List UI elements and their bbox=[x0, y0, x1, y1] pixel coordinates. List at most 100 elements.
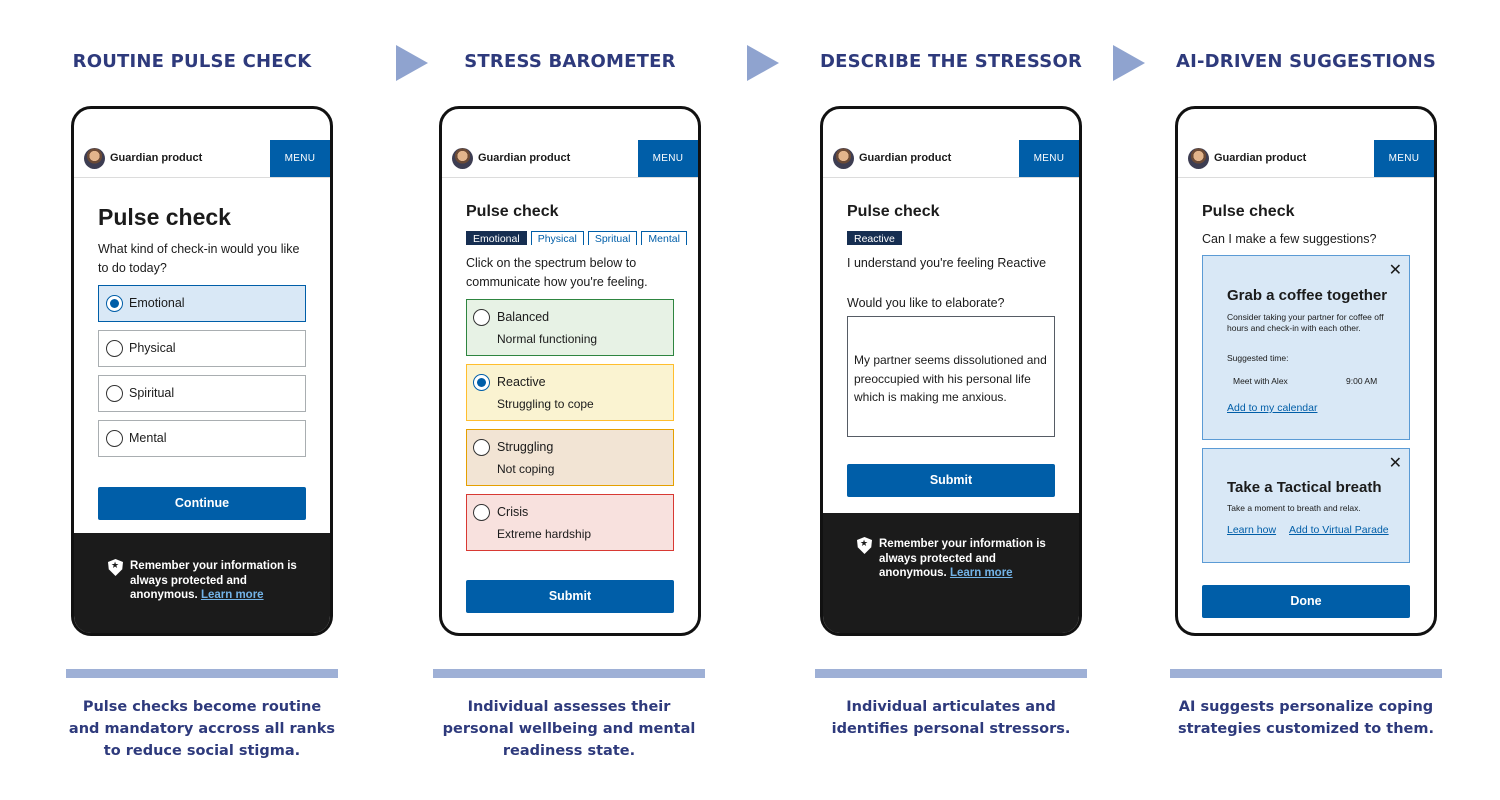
brand-name: Guardian product bbox=[110, 152, 203, 164]
checkin-options: Emotional Physical Spiritual Mental bbox=[98, 285, 306, 460]
avatar bbox=[833, 148, 854, 169]
privacy-footer: Remember your information is always prot… bbox=[823, 513, 1079, 633]
step-caption-3: Individual articulates and identifies pe… bbox=[831, 699, 1071, 737]
suggestion-card-breath: ✕ Take a Tactical breath Take a moment t… bbox=[1202, 448, 1410, 563]
spectrum-label: Struggling bbox=[497, 440, 554, 454]
arrow-right-icon bbox=[396, 45, 428, 81]
app-header: Guardian product MENU bbox=[823, 140, 1079, 178]
divider-bar bbox=[66, 669, 338, 678]
app-header: Guardian product MENU bbox=[1178, 140, 1434, 178]
shield-icon bbox=[108, 559, 123, 576]
radio-icon bbox=[473, 439, 490, 456]
close-icon[interactable]: ✕ bbox=[1388, 262, 1402, 279]
suggestions-subtitle: Can I make a few suggestions? bbox=[1202, 232, 1377, 246]
app-header: Guardian product MENU bbox=[442, 140, 698, 178]
phone-screen-describe-stressor: Guardian product MENU Pulse check Reacti… bbox=[820, 106, 1082, 636]
page-title: Pulse check bbox=[466, 203, 559, 220]
suggested-time-label: Suggested time: bbox=[1227, 353, 1289, 363]
suggestion-card-coffee: ✕ Grab a coffee together Consider taking… bbox=[1202, 255, 1410, 440]
divider-bar bbox=[433, 669, 705, 678]
learn-more-link[interactable]: Learn more bbox=[200, 589, 264, 601]
avatar bbox=[84, 148, 105, 169]
event-time: 9:00 AM bbox=[1346, 376, 1378, 386]
spectrum-label: Balanced bbox=[497, 310, 550, 324]
card-title: Grab a coffee together bbox=[1227, 287, 1388, 304]
arrow-right-icon bbox=[1113, 45, 1145, 81]
radio-icon bbox=[106, 430, 123, 447]
option-label: Emotional bbox=[129, 296, 185, 310]
divider-bar bbox=[1170, 669, 1442, 678]
page-title: Pulse check bbox=[847, 203, 940, 220]
option-spiritual[interactable]: Spiritual bbox=[98, 375, 306, 412]
card-body: Consider taking your partner for coffee … bbox=[1227, 312, 1384, 333]
feeling-text: I understand you're feeling Reactive bbox=[847, 256, 1047, 270]
spectrum-description: Normal functioning bbox=[497, 332, 598, 346]
shield-icon bbox=[857, 537, 872, 554]
privacy-message: Remember your information is always prot… bbox=[130, 560, 297, 601]
learn-how-link[interactable]: Learn how bbox=[1227, 524, 1277, 536]
spectrum-description: Struggling to cope bbox=[497, 397, 594, 411]
menu-button[interactable]: MENU bbox=[270, 140, 330, 177]
tag-spiritual[interactable]: Spritual bbox=[587, 231, 638, 245]
option-physical[interactable]: Physical bbox=[98, 330, 306, 367]
tag-reactive: Reactive bbox=[847, 231, 902, 245]
submit-button[interactable]: Submit bbox=[466, 580, 674, 613]
page-title: Pulse check bbox=[98, 204, 231, 230]
option-label: Spiritual bbox=[129, 386, 175, 400]
step-title-3: DESCRIBE THE STRESSOR bbox=[819, 51, 1083, 72]
question-text: What kind of check-in would you like to … bbox=[98, 242, 300, 275]
learn-more-link[interactable]: Learn more bbox=[949, 567, 1013, 579]
avatar bbox=[452, 148, 473, 169]
event-name: Meet with Alex bbox=[1233, 376, 1288, 386]
privacy-message: Remember your information is always prot… bbox=[879, 538, 1046, 579]
stressor-textarea[interactable]: My partner seems dissolutioned and preoc… bbox=[847, 316, 1055, 437]
step-title-2: STRESS BAROMETER bbox=[464, 51, 676, 72]
tag-physical[interactable]: Physical bbox=[530, 231, 584, 245]
radio-icon bbox=[106, 385, 123, 402]
brand-name: Guardian product bbox=[859, 152, 952, 164]
radio-icon bbox=[473, 309, 490, 326]
instruction-text: Click on the spectrum below to communica… bbox=[466, 256, 648, 289]
app-header: Guardian product MENU bbox=[74, 140, 330, 178]
done-button[interactable]: Done bbox=[1202, 585, 1410, 618]
option-emotional[interactable]: Emotional bbox=[98, 285, 306, 322]
elaborate-prompt: Would you like to elaborate? bbox=[847, 296, 1005, 310]
menu-button[interactable]: MENU bbox=[638, 140, 698, 177]
phone-screen-routine-pulse-check: Guardian product MENU Pulse check What k… bbox=[71, 106, 333, 636]
brand-name: Guardian product bbox=[1214, 152, 1307, 164]
step-caption-2: Individual assesses their personal wellb… bbox=[442, 699, 696, 759]
step-caption-4: AI suggests personalize coping strategie… bbox=[1178, 699, 1434, 737]
step-caption-1: Pulse checks become routine and mandator… bbox=[68, 699, 336, 759]
radio-checked-icon bbox=[106, 295, 123, 312]
spectrum-description: Not coping bbox=[497, 462, 555, 476]
card-title: Take a Tactical breath bbox=[1227, 479, 1382, 496]
continue-button[interactable]: Continue bbox=[98, 487, 306, 520]
menu-button[interactable]: MENU bbox=[1374, 140, 1434, 177]
phone-screen-ai-suggestions: Guardian product MENU Pulse check Can I … bbox=[1175, 106, 1437, 636]
option-label: Physical bbox=[129, 341, 176, 355]
add-to-virtual-parade-link[interactable]: Add to Virtual Parade bbox=[1289, 524, 1389, 536]
add-to-calendar-link[interactable]: Add to my calendar bbox=[1227, 402, 1318, 414]
spectrum-description: Extreme hardship bbox=[497, 527, 592, 541]
avatar bbox=[1188, 148, 1209, 169]
tag-emotional[interactable]: Emotional bbox=[466, 231, 527, 245]
menu-button[interactable]: MENU bbox=[1019, 140, 1079, 177]
option-label: Mental bbox=[129, 431, 167, 445]
divider-bar bbox=[815, 669, 1087, 678]
spectrum-label: Reactive bbox=[497, 375, 546, 389]
brand-name: Guardian product bbox=[478, 152, 571, 164]
step-title-1: ROUTINE PULSE CHECK bbox=[72, 51, 312, 72]
selected-tag: Reactive bbox=[847, 229, 1079, 245]
page-title: Pulse check bbox=[1202, 203, 1295, 220]
submit-button[interactable]: Submit bbox=[847, 464, 1055, 497]
tag-mental[interactable]: Mental bbox=[641, 231, 687, 245]
close-icon[interactable]: ✕ bbox=[1388, 455, 1402, 472]
step-title-4: AI-DRIVEN SUGGESTIONS bbox=[1175, 51, 1437, 72]
privacy-footer: Remember your information is always prot… bbox=[74, 533, 330, 633]
option-mental[interactable]: Mental bbox=[98, 420, 306, 457]
